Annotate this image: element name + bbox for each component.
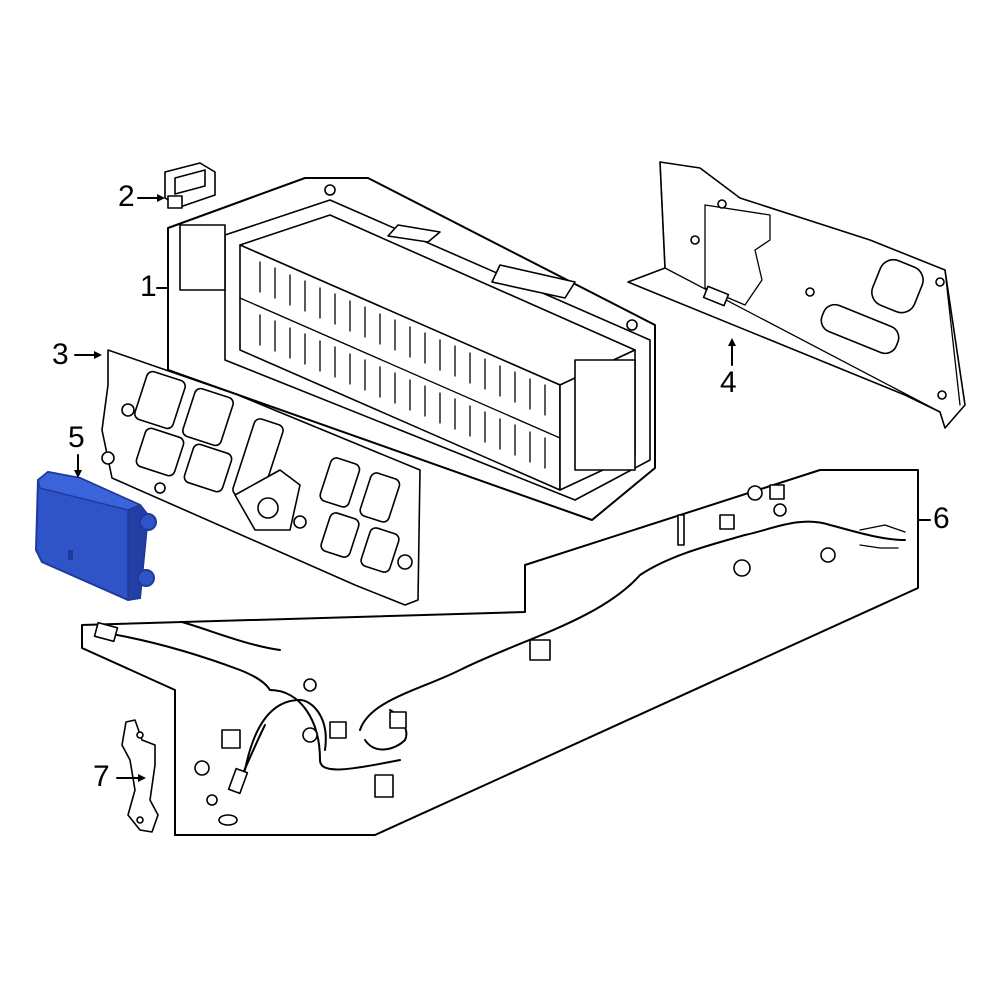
callout-4: 4: [720, 366, 737, 399]
battery-module-part[interactable]: [179, 184, 651, 501]
callout-2: 2: [118, 180, 135, 213]
group-outline-6: [81, 469, 919, 836]
heat-shield-part[interactable]: [627, 161, 966, 429]
leader-lines: [74, 194, 931, 782]
callout-1: 1: [140, 270, 157, 303]
carrier-plate-part[interactable]: [101, 349, 421, 606]
callout-3: 3: [52, 338, 69, 371]
callout-7: 7: [93, 760, 110, 793]
callout-6: 6: [933, 502, 950, 535]
control-module-part[interactable]: [34, 470, 157, 602]
connector-part[interactable]: [164, 162, 216, 209]
wiring-harness-part[interactable]: [93, 484, 906, 826]
callout-5: 5: [68, 421, 85, 454]
